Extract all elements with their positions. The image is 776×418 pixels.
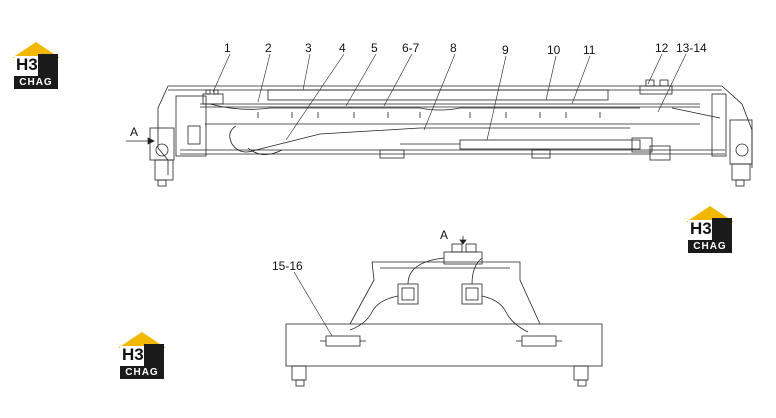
callout-9: 9 — [502, 43, 509, 57]
end-view-frame — [285, 236, 603, 387]
callout-5: 5 — [371, 41, 378, 55]
callout-2: 2 — [265, 41, 272, 55]
callout-6-7: 6-7 — [402, 41, 420, 55]
callout-8: 8 — [450, 41, 457, 55]
callout-13-14: 13-14 — [676, 41, 707, 55]
side-view-frame — [149, 79, 753, 187]
callout-4: 4 — [339, 41, 346, 55]
watermark-logo: H3 CHAG — [682, 204, 738, 256]
watermark-logo: H3 CHAG — [8, 40, 64, 92]
hose-clamps — [257, 112, 601, 118]
view-label-a-side: A — [130, 125, 139, 139]
logo-house-icon — [12, 42, 60, 76]
callout-12: 12 — [655, 41, 669, 55]
callout-10: 10 — [547, 43, 561, 57]
view-label-a-top: A — [440, 228, 449, 242]
callout-1: 1 — [224, 41, 231, 55]
callout-leaders — [212, 53, 687, 141]
watermark-logo: H3 CHAG — [114, 330, 170, 382]
callout-3: 3 — [305, 41, 312, 55]
logo-glyph: H3 — [122, 345, 144, 364]
logo-glyph: H3 — [16, 55, 38, 74]
callout-11: 11 — [583, 43, 596, 57]
view-a-arrow-side — [126, 137, 155, 145]
logo-house-icon — [686, 206, 734, 240]
logo-text: CHAG — [14, 76, 58, 89]
logo-text: CHAG — [688, 240, 732, 253]
logo-text: CHAG — [120, 366, 164, 379]
logo-glyph: H3 — [690, 219, 712, 238]
logo-house-icon — [118, 332, 166, 366]
callout-15-16: 15-16 — [272, 259, 303, 273]
